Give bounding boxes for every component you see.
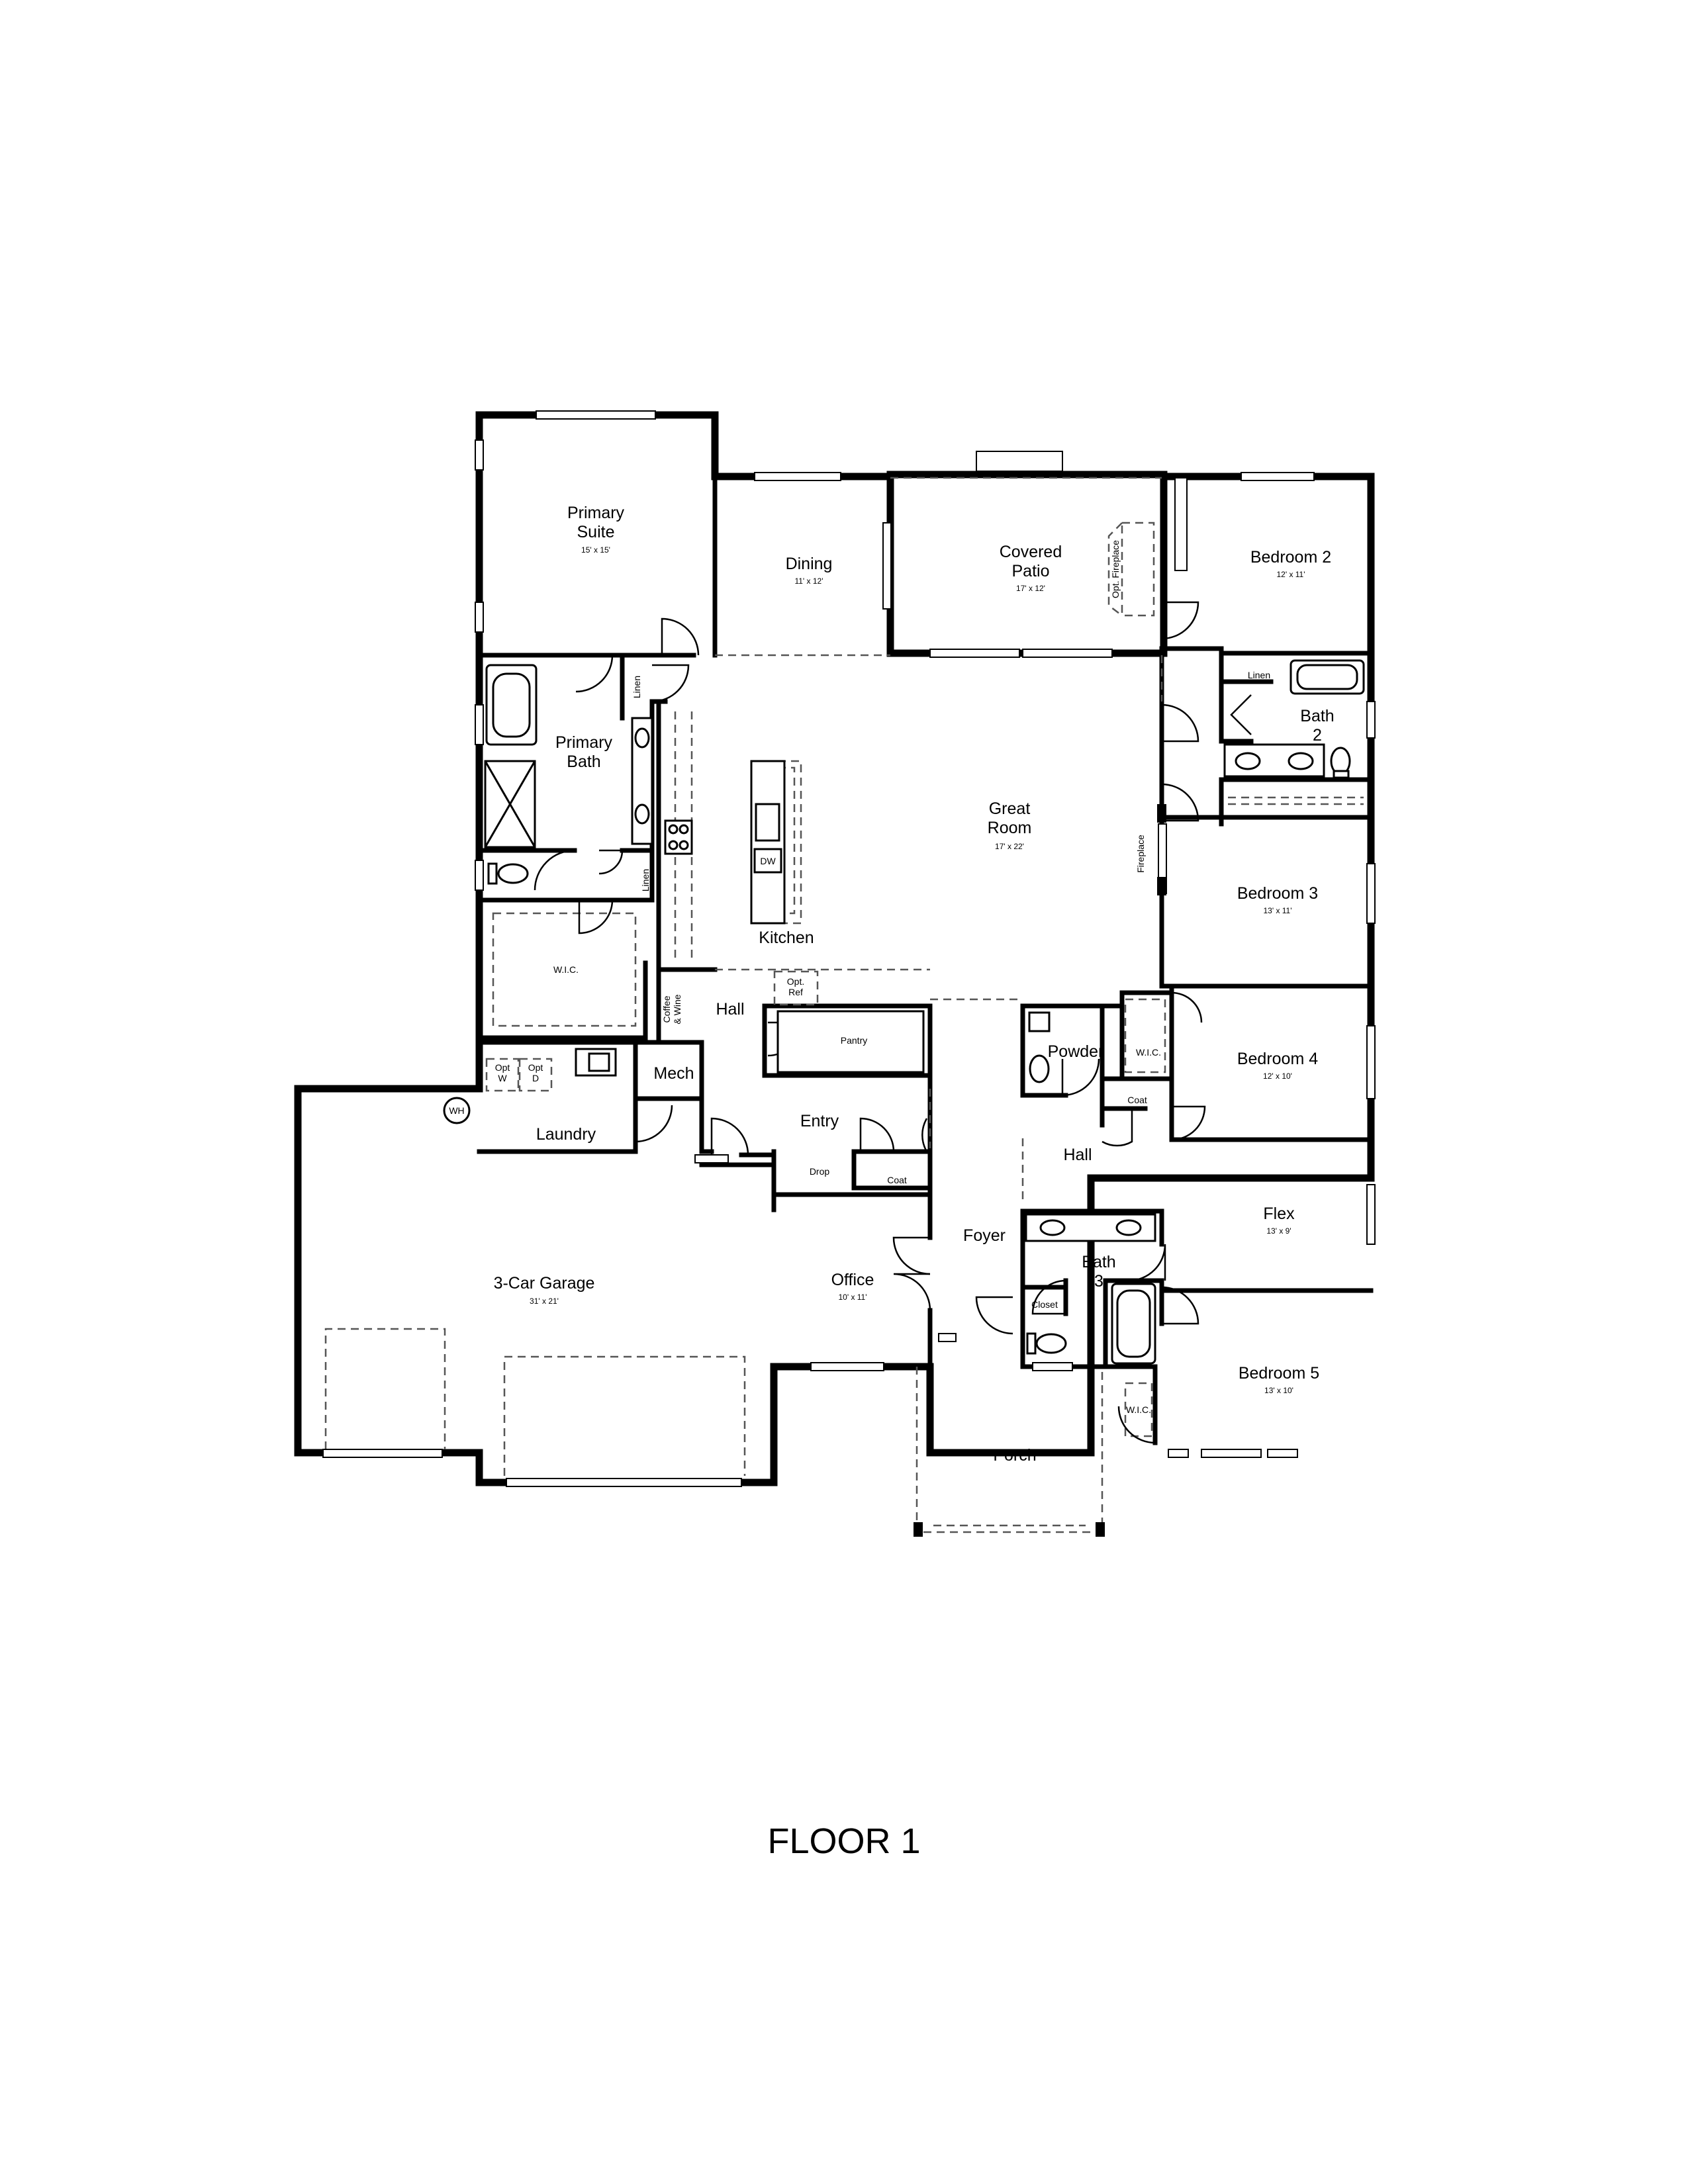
garage-dims: 31' x 21' (530, 1297, 559, 1306)
bedroom-2-name: Bedroom 2 (1250, 548, 1331, 567)
covered-patio-dims: 17' x 12' (1016, 584, 1045, 593)
fireplace-label: Fireplace (1135, 835, 1146, 873)
laundry-name: Laundry (536, 1125, 596, 1144)
bedroom-2-dims: 12' x 11' (1276, 570, 1305, 579)
foyer-name: Foyer (963, 1226, 1006, 1245)
kitchen-name: Kitchen (759, 929, 814, 947)
bedroom-3-dims: 13' x 11' (1263, 906, 1291, 915)
wic-label-bedroom4: W.I.C. (1136, 1047, 1161, 1058)
entry-name: Entry (800, 1112, 839, 1130)
garage-name: 3-Car Garage (494, 1274, 595, 1293)
bedroom-4-name: Bedroom 4 (1237, 1050, 1318, 1068)
bedroom-3-name: Bedroom 3 (1237, 884, 1318, 903)
floor-label: FLOOR 1 (767, 1821, 920, 1861)
coffee-wine-label: Coffee& Wine (661, 994, 682, 1024)
fixtures (443, 659, 1365, 1365)
linen-label-hall: Linen (640, 869, 651, 891)
drop-label: Drop (810, 1166, 830, 1177)
small-labels: Linen Linen Linen W.I.C. W.I.C. W.I.C. C… (449, 540, 1270, 1415)
office-dims: 10' x 11' (838, 1293, 867, 1302)
wic-label-bedroom5: W.I.C. (1126, 1404, 1151, 1415)
powder-name: Powder (1048, 1042, 1104, 1061)
bedroom-5-name: Bedroom 5 (1239, 1364, 1319, 1383)
flex-name: Flex (1263, 1205, 1295, 1223)
opt-fireplace-label: Opt. Fireplace (1110, 540, 1121, 598)
porch-name: Porch (993, 1446, 1036, 1465)
pantry-label: Pantry (841, 1035, 867, 1046)
flex-dims: 13' x 9' (1266, 1226, 1291, 1236)
primary-suite-dims: 15' x 15' (581, 545, 610, 555)
mech-name: Mech (653, 1064, 694, 1083)
wic-label-primary: W.I.C. (553, 964, 579, 975)
windows (322, 410, 1376, 1487)
linen-label-bath2: Linen (1248, 670, 1270, 680)
coat-label-hall: Coat (1127, 1095, 1147, 1105)
hall-bedrooms-name: Hall (1063, 1146, 1092, 1164)
dw-label: DW (760, 856, 776, 866)
dining-name: Dining (786, 555, 833, 573)
hall-kitchen-name: Hall (716, 1000, 744, 1019)
bedroom-5-dims: 13' x 10' (1264, 1386, 1293, 1395)
bedroom-4-dims: 12' x 10' (1263, 1071, 1292, 1081)
linen-label-primary: Linen (632, 676, 642, 698)
closet-label: Closet (1031, 1299, 1058, 1310)
interior-walls (477, 412, 1374, 1445)
opt-ref-label: Opt.Ref (787, 976, 804, 997)
great-room-dims: 17' x 22' (995, 842, 1024, 851)
doors (534, 601, 1252, 1444)
dining-dims: 11' x 12' (794, 576, 823, 586)
office-name: Office (831, 1271, 874, 1289)
coat-label-entry: Coat (887, 1175, 907, 1185)
water-heater-label: WH (449, 1105, 464, 1116)
exterior-walls (294, 411, 1375, 1486)
